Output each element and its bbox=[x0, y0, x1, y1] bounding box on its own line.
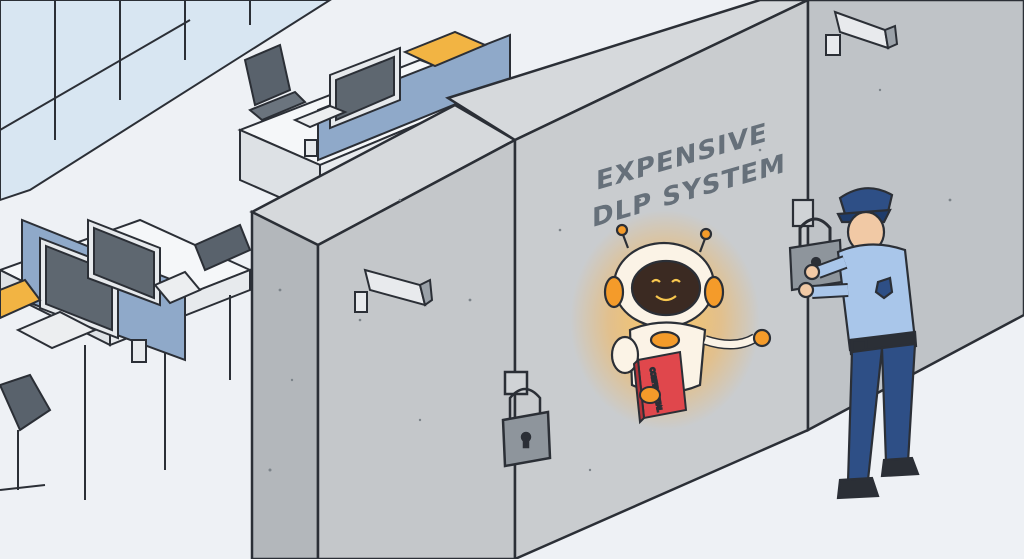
police-officer-icon bbox=[788, 187, 920, 500]
office-windows bbox=[0, 0, 332, 202]
office-chair-icon bbox=[243, 43, 292, 107]
robot-icon: CONFIDENTIAL bbox=[570, 210, 772, 430]
front-desk bbox=[0, 218, 253, 500]
wall-left-pillar bbox=[249, 103, 518, 559]
security-camera-icon bbox=[825, 10, 899, 56]
padlock-icon bbox=[501, 370, 552, 468]
confidential-book: CONFIDENTIAL bbox=[632, 350, 688, 425]
security-camera-icon bbox=[354, 268, 434, 313]
